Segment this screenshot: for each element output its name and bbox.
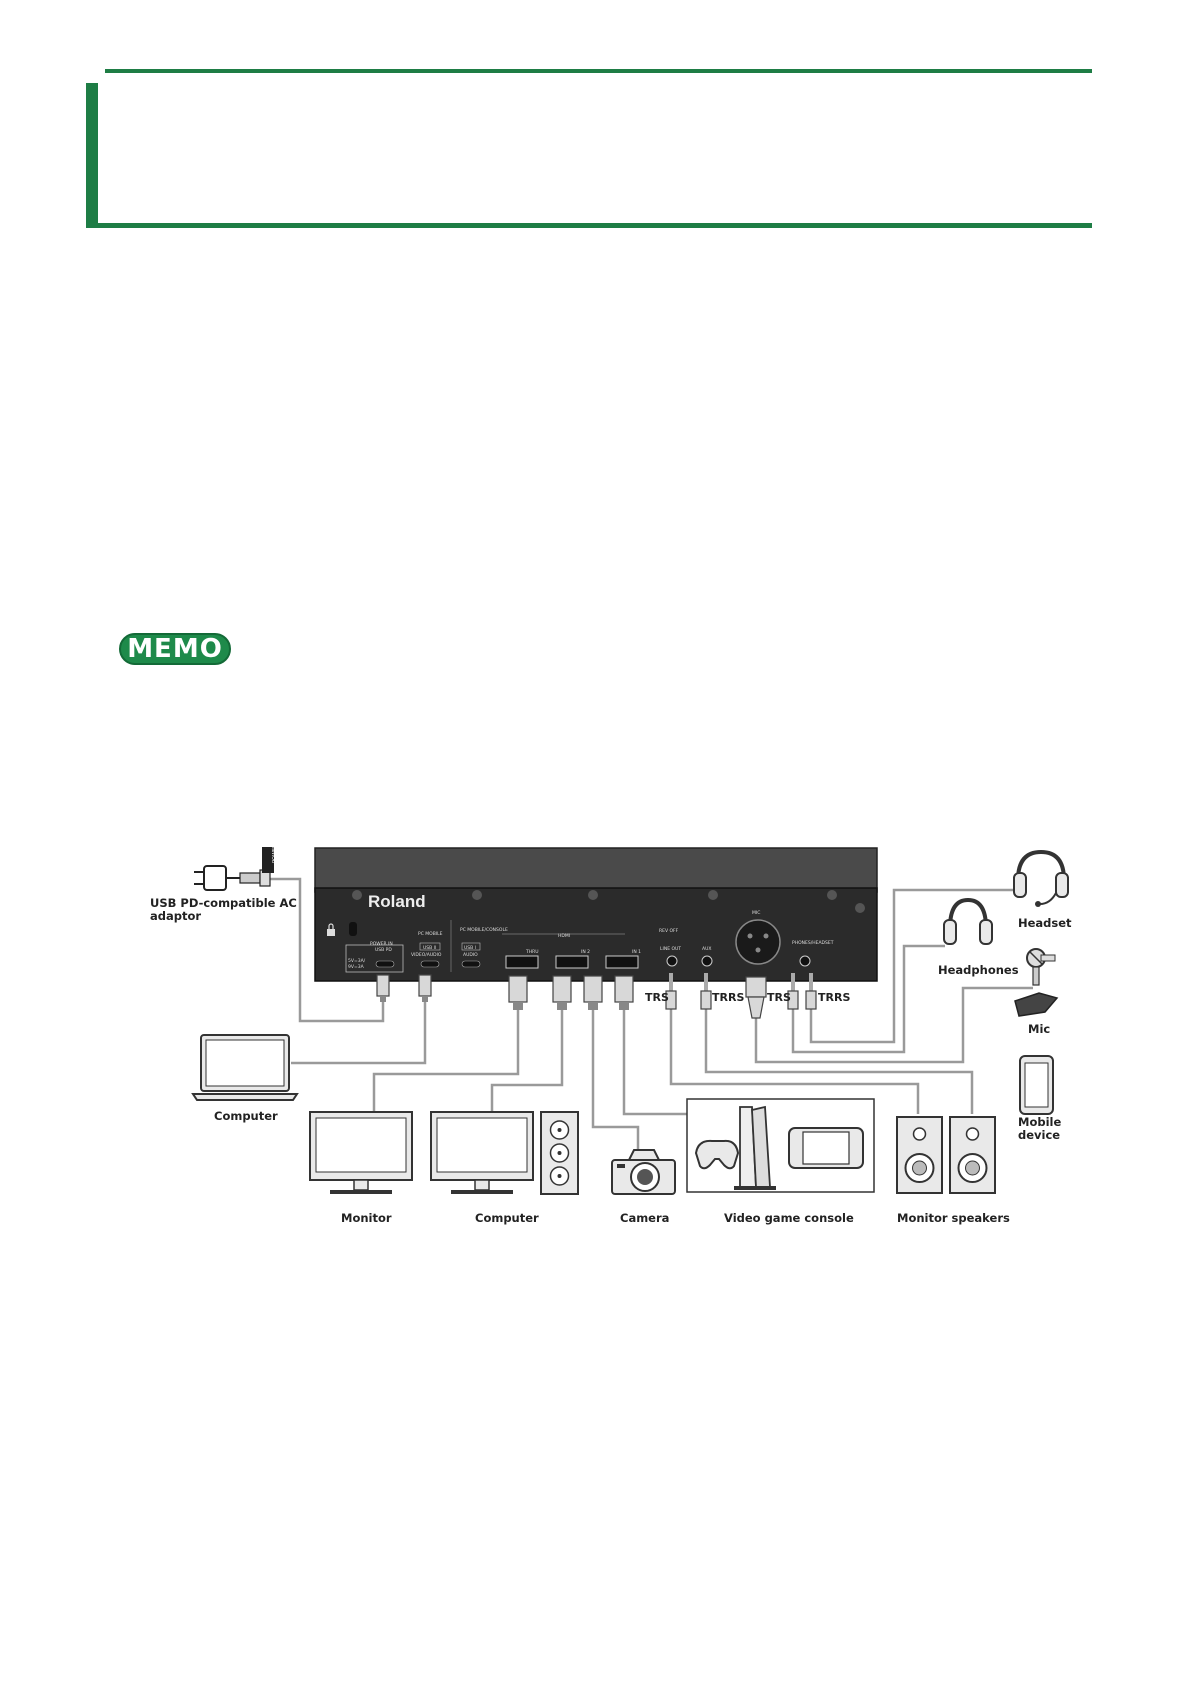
label-mobile-1: Mobile [1018, 1115, 1061, 1129]
memo-badge: MEMO [119, 633, 231, 665]
port-video-audio: VIDEO/AUDIO [411, 952, 442, 958]
port-thru: THRU [525, 949, 539, 955]
port-usb2: USB II [423, 945, 436, 951]
label-trs-line-out: TRS [645, 991, 669, 1004]
hdmi-thru-port [505, 955, 539, 969]
power-spec-2: 9V=3A [348, 964, 365, 970]
label-headphones: Headphones [938, 963, 1019, 977]
label-monitor: Monitor [341, 1211, 392, 1225]
port-line-out: LINE OUT [660, 946, 681, 952]
monitor-icon [309, 1111, 413, 1194]
label-headset: Headset [1018, 916, 1072, 930]
section-header-box [86, 83, 1092, 228]
xlr-mic-jack [735, 919, 781, 965]
label-computer-bottom: Computer [475, 1211, 539, 1225]
label-ac-adaptor-2: adaptor [150, 909, 201, 923]
port-hdmi: HDMI [558, 933, 570, 939]
label-trrs-phones: TRRS [818, 991, 850, 1004]
port-in1: IN 1 [632, 949, 641, 955]
label-ac-adaptor-1: USB PD-compatible AC [150, 896, 297, 910]
usb1-port [461, 960, 481, 968]
port-power-in: POWER IN [370, 941, 393, 947]
port-pc-mobile: PC MOBILE [418, 931, 443, 937]
ac-adaptor-icon [194, 847, 274, 891]
brand-logo: Roland [368, 892, 426, 911]
label-video-game-console: Video game console [724, 1211, 854, 1225]
hdmi-in2-port [555, 955, 589, 969]
lock-icon [327, 923, 335, 936]
aux-jack [701, 955, 713, 967]
usb2-port [420, 960, 440, 968]
label-mic: Mic [1028, 1022, 1050, 1036]
cables [266, 868, 1033, 1152]
port-in2: IN 2 [581, 949, 590, 955]
label-computer-left: Computer [214, 1109, 278, 1123]
switch-rev-off: REV OFF [659, 928, 679, 934]
label-mobile-2: device [1018, 1128, 1060, 1142]
mobile-device-icon [1019, 1055, 1054, 1115]
monitor-speakers-icon [896, 1116, 996, 1194]
power-tag: POWER [272, 844, 278, 863]
headset-icon [1013, 849, 1069, 907]
port-mic: MIC [752, 910, 760, 916]
mic-icon [1014, 948, 1059, 1017]
label-camera: Camera [620, 1211, 669, 1225]
desktop-computer-icon [430, 1111, 579, 1195]
hdmi-in1-port [605, 955, 639, 969]
port-pc-mobile-console: PC MOBILE/CONSOLE [460, 927, 508, 933]
label-monitor-speakers: Monitor speakers [897, 1211, 1010, 1225]
headphones-icon [943, 897, 993, 945]
top-rule [105, 69, 1092, 73]
port-phones-headset: PHONES/HEADSET [792, 940, 834, 946]
power-spec-1: 5V=3A/ [348, 958, 366, 964]
laptop-computer-icon [191, 1034, 299, 1101]
port-audio: AUDIO [463, 952, 478, 958]
phones-jack [799, 955, 811, 967]
port-usb-pd: USB PD [375, 947, 392, 953]
plugs [376, 973, 817, 1019]
label-trrs-aux: TRRS [712, 991, 744, 1004]
line-out-jack [666, 955, 678, 967]
usb-pd-port [375, 960, 395, 968]
port-usb1: USB I [464, 945, 476, 951]
device-rear-panel: Roland POWER IN USB PD 5V=3A/ 9V=3A PC M… [314, 847, 878, 982]
label-trs-mic: TRS [767, 991, 791, 1004]
camera-icon [611, 1149, 676, 1195]
video-game-console-icon [686, 1098, 875, 1193]
port-aux: AUX [702, 946, 711, 952]
